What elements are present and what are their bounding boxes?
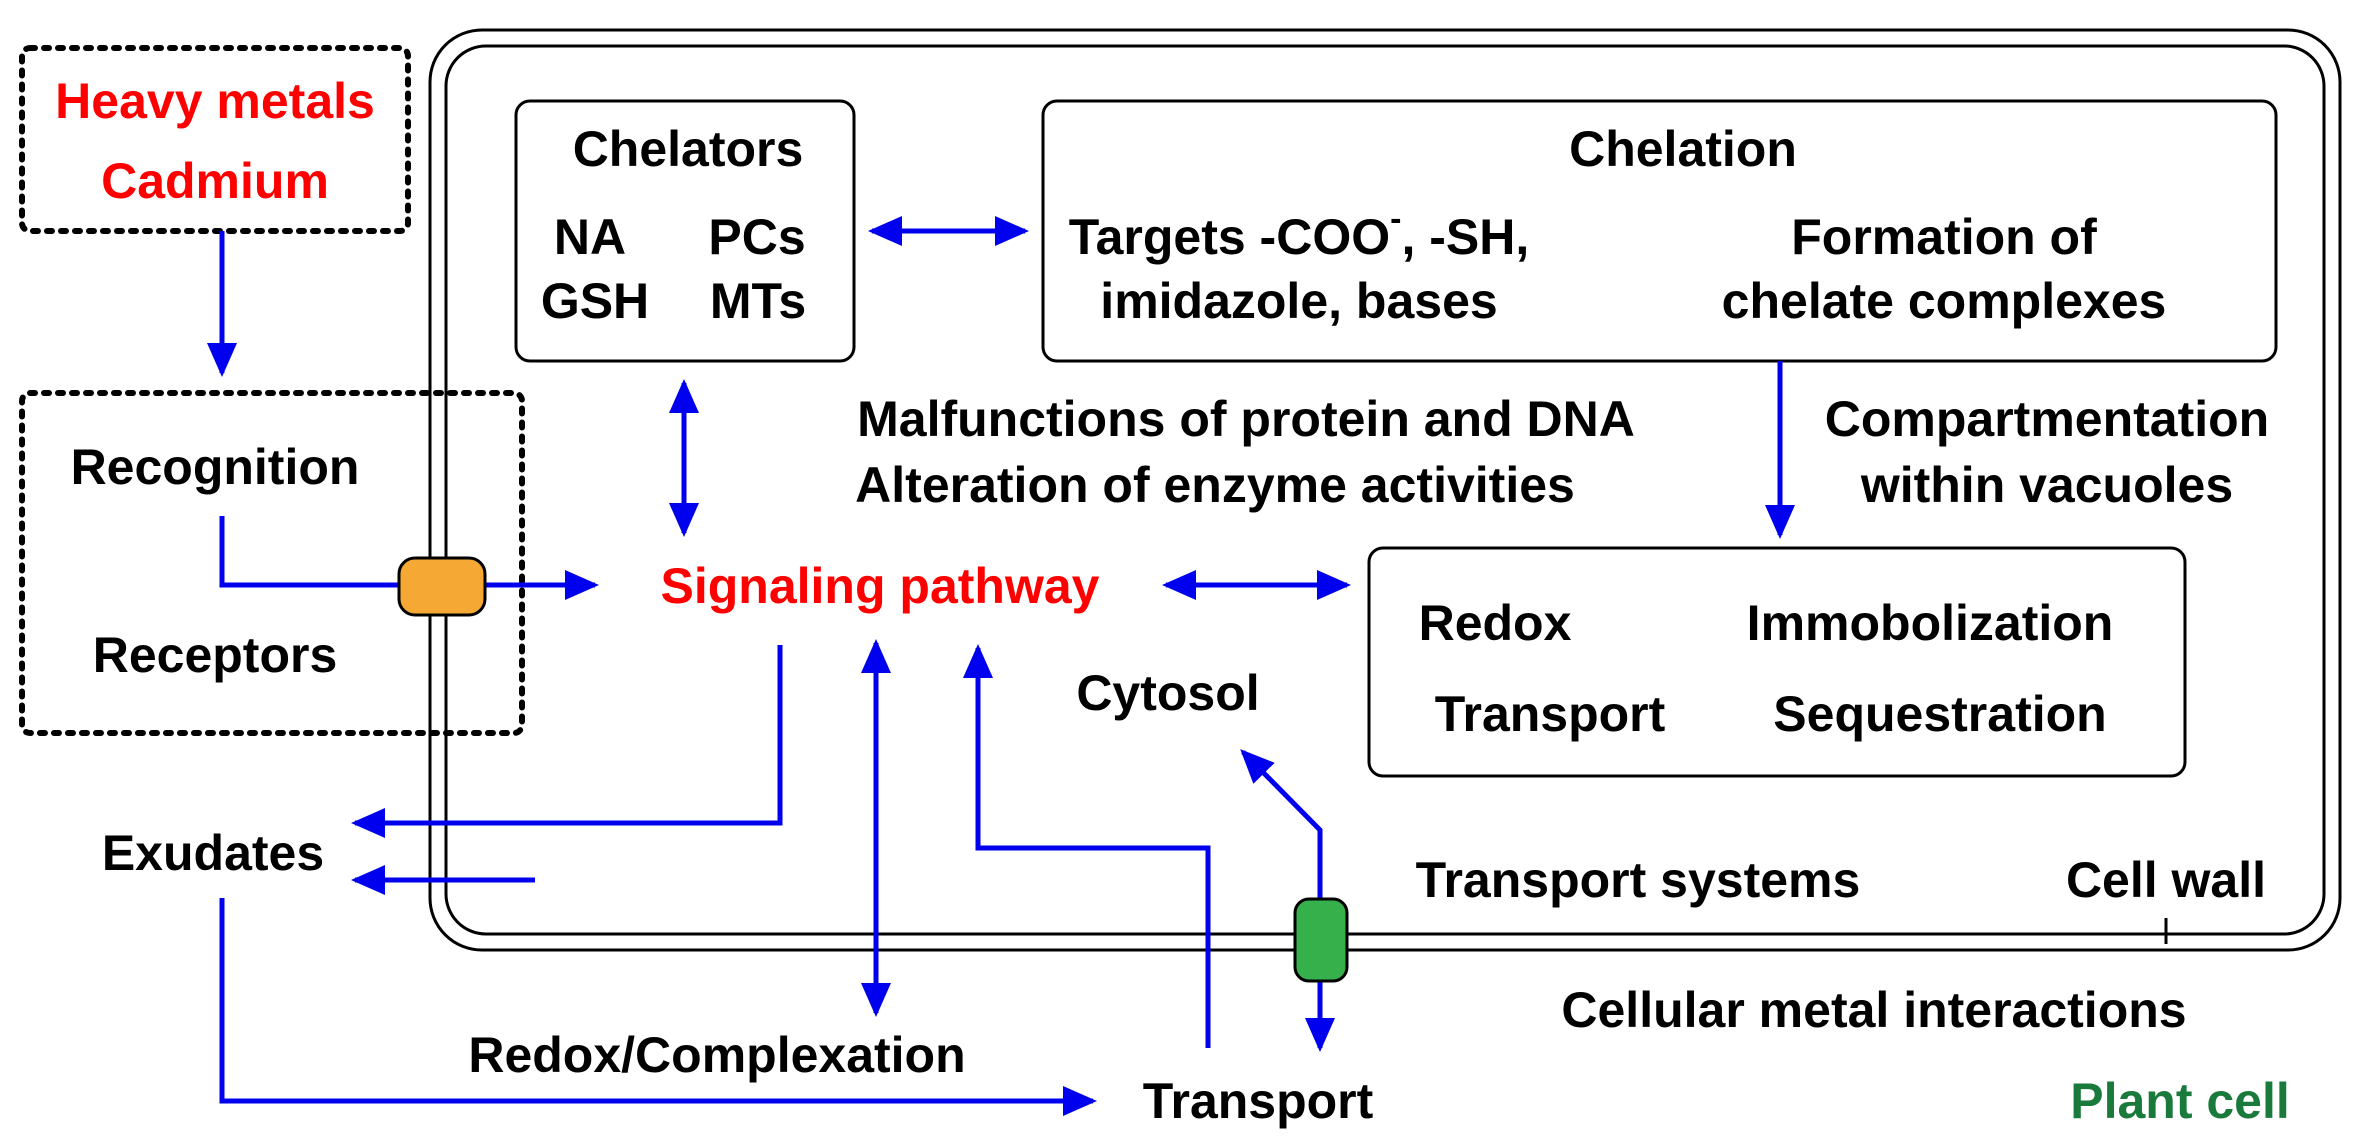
vacuole-redox-label: Redox bbox=[1419, 595, 1572, 651]
arrow-exudates-to-transport bbox=[219, 898, 1097, 1116]
compartmentation-label: Compartmentation bbox=[1825, 391, 2269, 447]
chelation-formation-line1: Formation of bbox=[1791, 209, 2097, 265]
plant-cell-label: Plant cell bbox=[2070, 1073, 2290, 1129]
cytosol-label: Cytosol bbox=[1076, 665, 1259, 721]
heavy-metals-box bbox=[19, 45, 411, 234]
transport-channel bbox=[1293, 897, 1349, 983]
chelator-mts: MTs bbox=[710, 273, 806, 329]
exudates-label: Exudates bbox=[102, 825, 324, 881]
chelation-box bbox=[1041, 99, 2278, 363]
chelator-gsh: GSH bbox=[541, 273, 649, 329]
arrow-transport-to-signaling bbox=[963, 644, 1211, 1048]
transport-systems-label: Transport systems bbox=[1416, 852, 1861, 908]
enzyme-alteration-label: Alteration of enzyme activities bbox=[855, 457, 1575, 513]
chelator-pcs: PCs bbox=[708, 209, 805, 265]
recognition-box bbox=[19, 390, 525, 736]
heavy-metals-label: Heavy metals bbox=[55, 73, 375, 129]
receptor-channel bbox=[397, 556, 487, 617]
chelation-title: Chelation bbox=[1569, 121, 1797, 177]
arrow-signaling-to-exudates bbox=[351, 645, 783, 838]
cell-wall-inner-border bbox=[444, 44, 2326, 936]
cadmium-label: Cadmium bbox=[101, 153, 329, 209]
chelation-targets-line1: Targets -COO-, -SH, bbox=[1069, 200, 1529, 265]
vacuole-sequestration-label: Sequestration bbox=[1773, 686, 2106, 742]
redox-complexation-label: Redox/Complexation bbox=[468, 1027, 965, 1083]
cellular-metal-interactions-label: Cellular metal interactions bbox=[1561, 982, 2186, 1038]
cell-wall-label: Cell wall bbox=[2066, 852, 2266, 908]
chelators-box bbox=[514, 99, 856, 363]
vacuole-immobilization-label: Immobolization bbox=[1747, 595, 2114, 651]
vacuole-processes-box bbox=[1367, 546, 2187, 778]
receptors-label: Receptors bbox=[93, 627, 338, 683]
malfunctions-label: Malfunctions of protein and DNA bbox=[857, 391, 1635, 447]
vacuole-transport-label: Transport bbox=[1435, 686, 1666, 742]
recognition-label: Recognition bbox=[71, 439, 360, 495]
chelator-na: NA bbox=[554, 209, 626, 265]
chelation-targets-line2: imidazole, bases bbox=[1100, 273, 1497, 329]
transport-label: Transport bbox=[1143, 1073, 1374, 1129]
chelation-formation-line2: chelate complexes bbox=[1722, 273, 2167, 329]
cell-wall-outer-border bbox=[428, 28, 2342, 952]
within-vacuoles-label: within vacuoles bbox=[1860, 457, 2233, 513]
chelators-title: Chelators bbox=[573, 121, 804, 177]
signaling-pathway-label: Signaling pathway bbox=[661, 558, 1100, 614]
